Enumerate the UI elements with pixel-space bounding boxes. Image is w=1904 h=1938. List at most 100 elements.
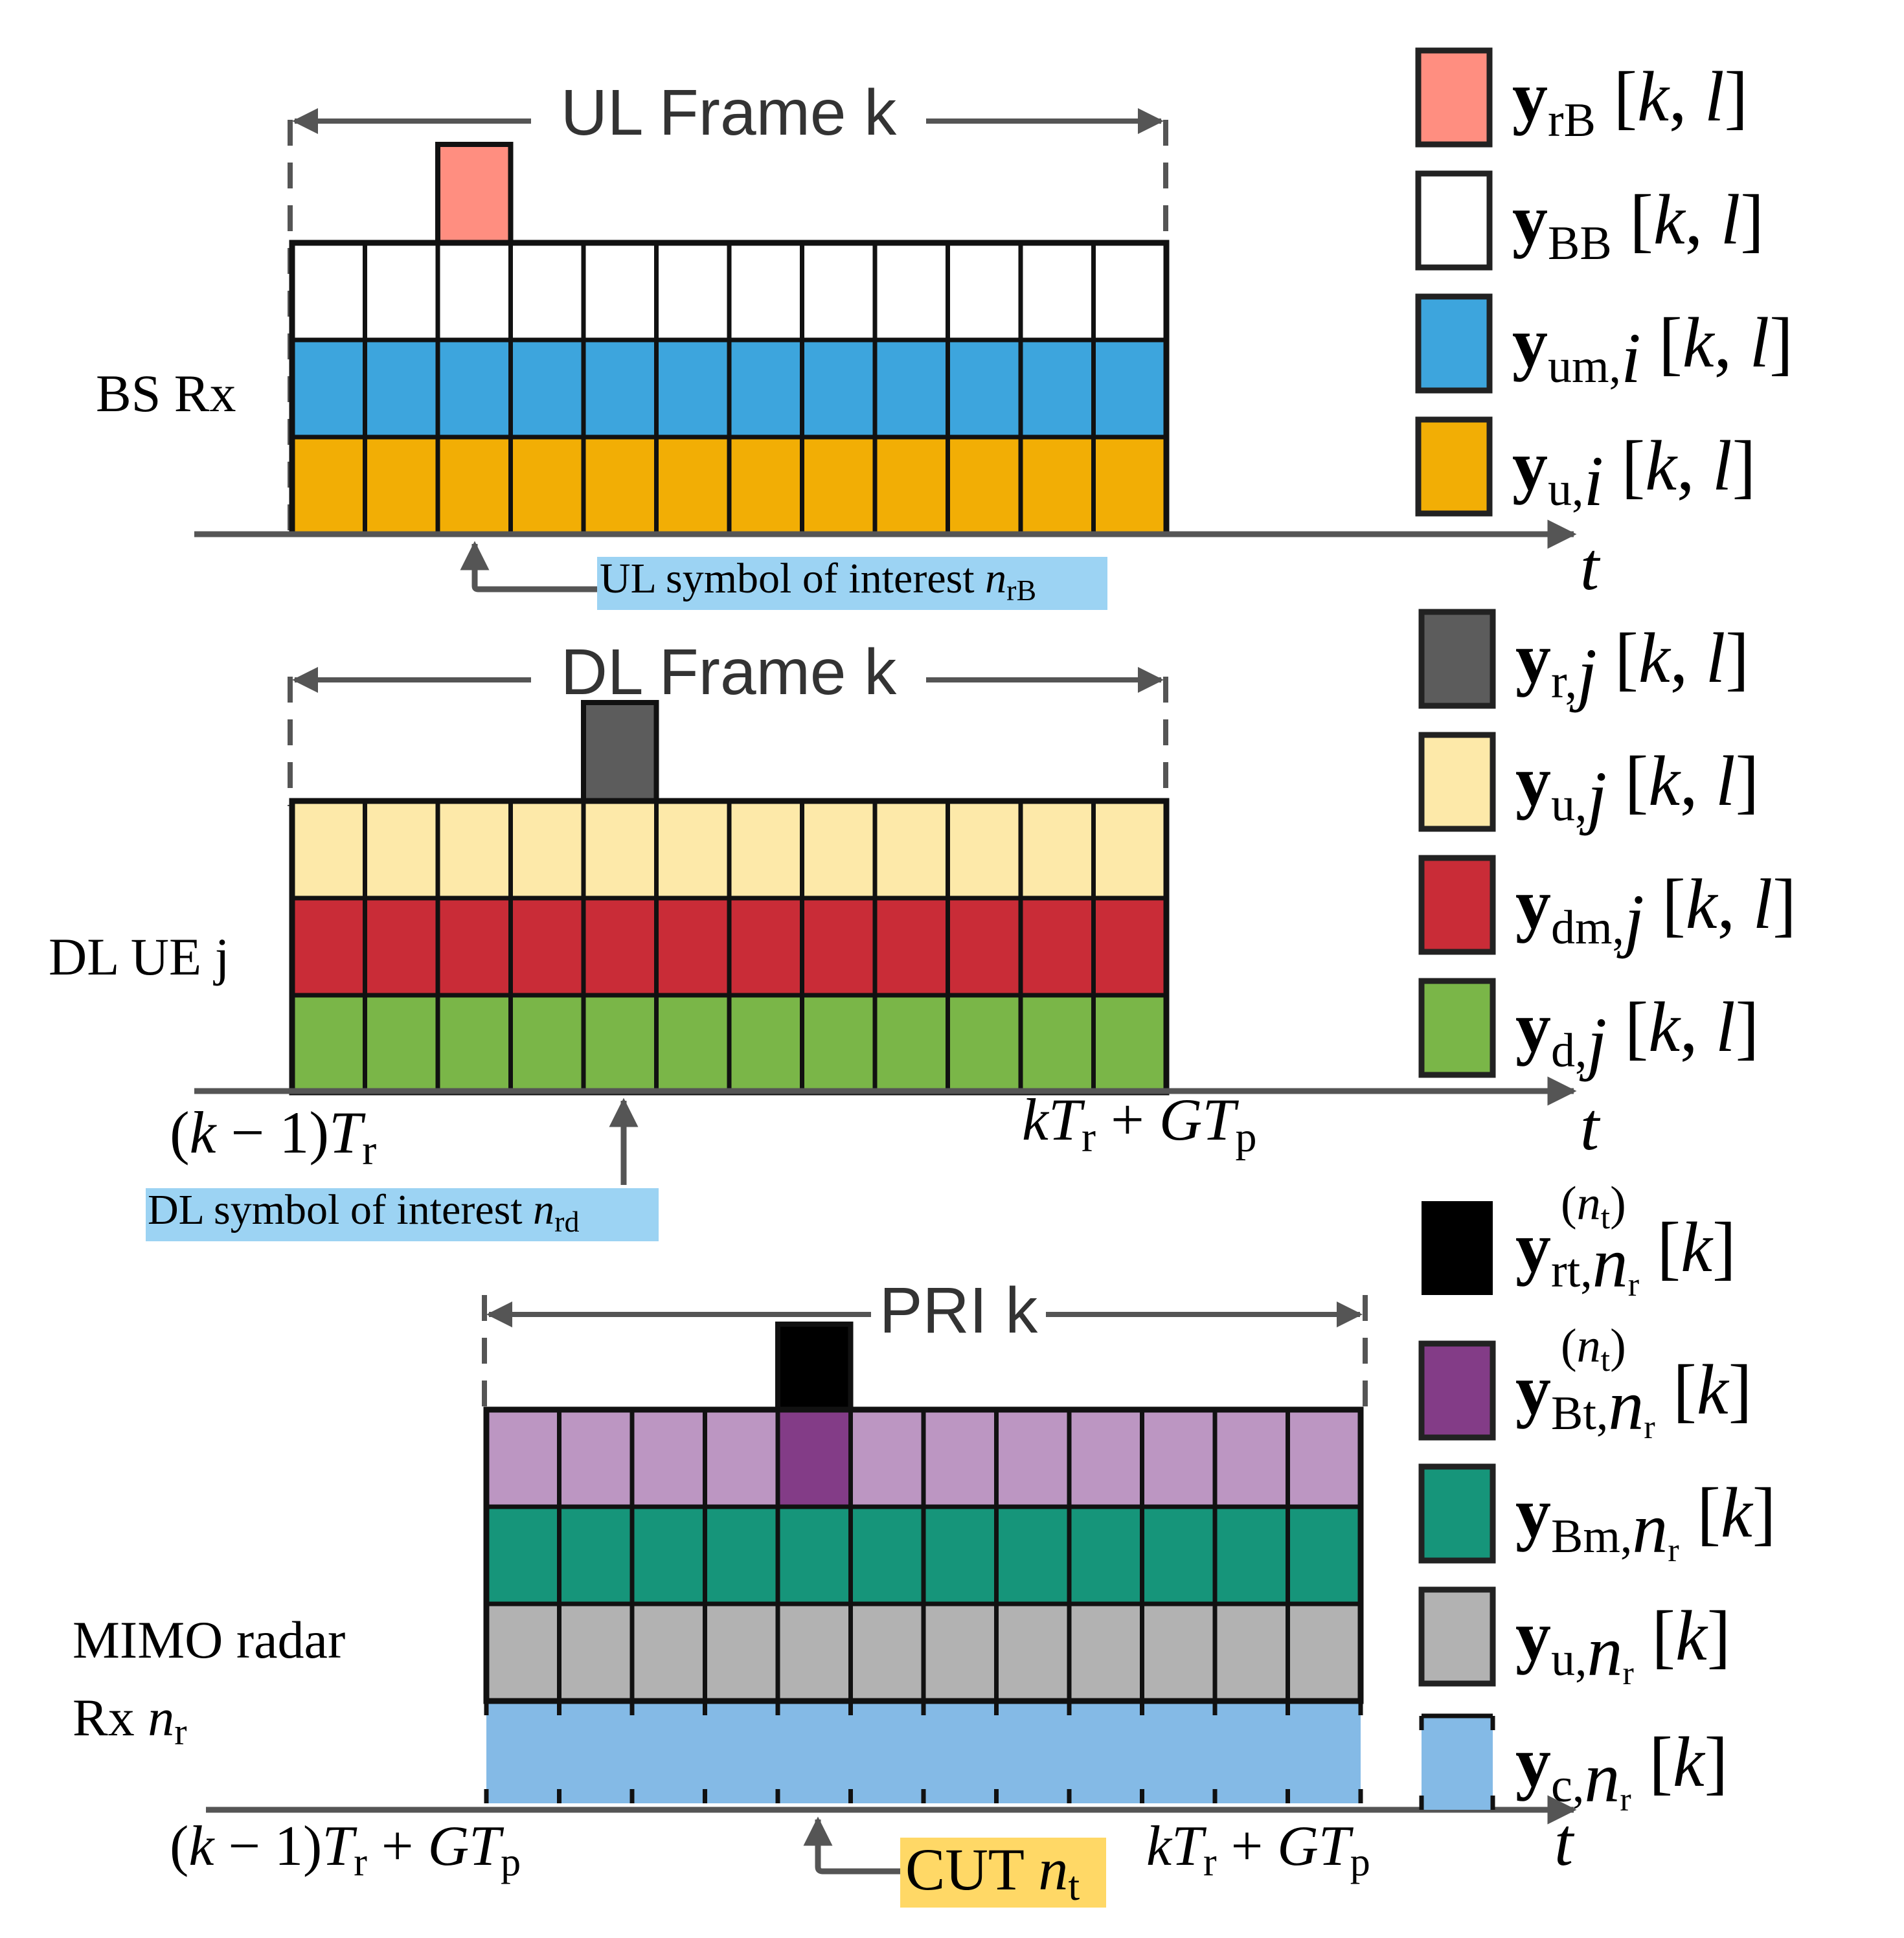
ul-bb-cell (727, 240, 804, 343)
radar-bm-cell (1140, 1504, 1218, 1606)
dl-axis-label: t (1580, 1088, 1601, 1164)
legend-item-ul_interest: yrB [k, l] (1415, 47, 1748, 148)
radar-tick-left: (k − 1)Tr + GTp (170, 1815, 521, 1884)
ul-um-cell (946, 337, 1023, 440)
legend-swatch-rd_bt_dark (1418, 1340, 1496, 1441)
dl-callout-text: DL symbol of interest nrd (148, 1186, 579, 1238)
radar-callout-box (900, 1838, 1106, 1908)
legend-swatch-ul_u (1415, 416, 1493, 517)
radar-u-cell (848, 1601, 926, 1704)
ul-callout-arrow (460, 541, 602, 592)
legend-item-rd_u: yu,nr [k] (1418, 1586, 1730, 1692)
radar-bt-cell (1212, 1407, 1290, 1509)
ul-row-label: BS Rx (96, 364, 236, 423)
legend-superscript: (nt) (1561, 1320, 1626, 1379)
ul-bb-cell (872, 240, 950, 343)
radar-bt-cell (1140, 1407, 1218, 1509)
legend-item-rd_bm: yBm,nr [k] (1418, 1463, 1776, 1569)
dl-dm-cell (435, 896, 513, 998)
legend-item-dl_interest: yr,j [k, l] (1418, 609, 1749, 713)
legend-label-dl_dm: ydm,j [k, l] (1515, 864, 1796, 959)
ul-um-cell (872, 337, 950, 440)
dl-dm-cell (800, 896, 878, 998)
ul-u-cell (435, 434, 513, 537)
radar-bm-cell (1067, 1504, 1144, 1606)
dl-u-cell (872, 798, 950, 901)
legend-label-dl_d: yd,j [k, l] (1515, 987, 1759, 1082)
legend-label-ul_interest: yrB [k, l] (1512, 57, 1748, 147)
legend-label-rd_c: yc,nr [k] (1515, 1722, 1728, 1818)
radar-bm-cell (629, 1504, 707, 1606)
radar-bm-cell (1212, 1504, 1290, 1606)
legend-swatch-ul_bb (1415, 170, 1493, 271)
ul-um-cell (581, 337, 659, 440)
radar-c-band (486, 1701, 1361, 1803)
radar-bt-cell (1286, 1407, 1363, 1509)
radar-bt-cell (703, 1407, 780, 1509)
legend-swatch-ul_interest (1415, 47, 1493, 148)
radar-u-cell (557, 1601, 635, 1704)
dl-u-cell (289, 798, 367, 901)
dl-dm-cell (508, 896, 586, 998)
legend-label-rd_bt_dark: yBt,nr [k] (1515, 1350, 1752, 1446)
dl-d-cell (727, 993, 804, 1095)
ul-um-cell (727, 337, 804, 440)
ul-callout-text: UL symbol of interest nrB (600, 555, 1036, 607)
ul-frame-label: UL Frame k (561, 76, 898, 149)
legend-item-ul_bb: yBB [k, l] (1415, 170, 1764, 271)
ul-u-cell (654, 434, 732, 537)
radar-bt-cell (557, 1407, 635, 1509)
legend-swatch-rd_interest (1422, 1201, 1493, 1295)
dl-dm-cell (872, 896, 950, 998)
dl-dm-cell (1018, 896, 1096, 998)
dl-interest-symbol (581, 700, 659, 804)
radar-bm-cell (994, 1504, 1072, 1606)
dl-d-cell (363, 993, 440, 1095)
legend-label-rd_u: yu,nr [k] (1515, 1596, 1730, 1692)
radar-u-cell (994, 1601, 1072, 1704)
ul-u-cell (872, 434, 950, 537)
radar-row-label-line1: MIMO radar (73, 1610, 345, 1669)
dl-d-cell (946, 993, 1023, 1095)
radar-u-cell (1140, 1601, 1218, 1704)
ul-u-cell (363, 434, 440, 537)
legend-item-dl_d: yd,j [k, l] (1418, 978, 1759, 1082)
dl-frame-label: DL Frame k (561, 636, 898, 708)
radar-u-cell (921, 1601, 999, 1704)
dl-d-cell (1091, 993, 1169, 1095)
radar-bt-cell (921, 1407, 999, 1509)
legend-swatch-ul_um (1415, 293, 1493, 394)
dl-callout-box (146, 1188, 659, 1241)
legend-label-dl_interest: yr,j [k, l] (1515, 618, 1749, 713)
dl-u-cell (508, 798, 586, 901)
ul-bb-cell (363, 240, 440, 343)
ul-u-cell (1018, 434, 1096, 537)
radar-bt-cell (629, 1407, 707, 1509)
ul-um-cell (1018, 337, 1096, 440)
ul-bb-cell (1018, 240, 1096, 343)
legend-swatch-rd_bm (1418, 1463, 1496, 1564)
dl-u-cell (363, 798, 440, 901)
ul-interest-symbol (435, 142, 514, 245)
dl-d-cell (435, 993, 513, 1095)
legend-swatch-dl_u (1418, 732, 1496, 832)
legend-item-dl_u: yu,j [k, l] (1418, 732, 1759, 836)
radar-u-cell (703, 1601, 780, 1704)
radar-callout-text: CUT nt (905, 1836, 1080, 1909)
radar-bt-cell (484, 1407, 561, 1509)
ul-bb-cell (289, 240, 367, 343)
ul-um-cell (363, 337, 440, 440)
radar-bt-cell (1067, 1407, 1144, 1509)
ul-u-cell (727, 434, 804, 537)
radar-section: PRI k MIMO radar Rx nr t (k − 1)Tr + GTp… (73, 1274, 1577, 1909)
ul-u-cell (946, 434, 1023, 537)
legend-item-rd_bt_dark: yBt,nr [k](nt) (1418, 1320, 1752, 1446)
legend-item-ul_um: yum,i [k, l] (1415, 293, 1793, 398)
dl-d-cell (800, 993, 878, 1095)
radar-u-cell (484, 1601, 561, 1704)
dl-dm-cell (581, 896, 659, 998)
radar-bm-cell (484, 1504, 561, 1606)
radar-interest-symbol (775, 1322, 854, 1412)
legend-label-rd_bm: yBm,nr [k] (1515, 1473, 1776, 1569)
